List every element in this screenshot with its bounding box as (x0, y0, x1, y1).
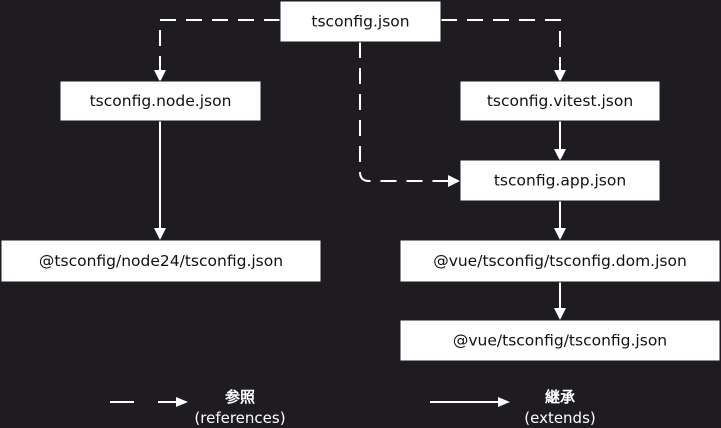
node-vue-tsconfig-dom: @vue/tsconfig/tsconfig.dom.json (399, 239, 721, 283)
node-tsconfig-vitest: tsconfig.vitest.json (459, 80, 661, 122)
arrowhead-vue-dom-to-vue-base (554, 308, 566, 320)
node-tsconfig-node24: @tsconfig/node24/tsconfig.json (0, 239, 322, 283)
arrowhead-app-to-vue-dom (554, 228, 566, 240)
node-tsconfig-label: tsconfig.json (311, 13, 409, 31)
legend-references: 参照 (references) (110, 388, 286, 427)
node-tsconfig-app-label: tsconfig.app.json (494, 172, 626, 190)
legend-extends: 継承 (extends) (430, 388, 596, 427)
arrowhead-root-to-vitest (554, 70, 566, 82)
legend-references-subtitle: (references) (194, 409, 285, 427)
node-tsconfig-node24-label: @tsconfig/node24/tsconfig.json (39, 252, 283, 270)
arrowhead-vitest-to-app (554, 149, 566, 161)
node-vue-tsconfig: @vue/tsconfig/tsconfig.json (399, 319, 721, 362)
legend-references-arrowhead (176, 397, 188, 407)
arrowhead-root-to-app (448, 175, 460, 187)
legend-extends-title: 継承 (545, 388, 575, 406)
edge-root-to-node (159, 19, 280, 72)
node-vue-tsconfig-dom-label: @vue/tsconfig/tsconfig.dom.json (433, 252, 687, 270)
node-tsconfig-node: tsconfig.node.json (59, 80, 262, 122)
node-tsconfig: tsconfig.json (279, 0, 442, 43)
edge-root-to-vitest (441, 19, 561, 72)
arrowhead-root-to-node (154, 70, 166, 82)
node-tsconfig-app: tsconfig.app.json (459, 159, 661, 202)
legend-extends-subtitle: (extends) (524, 409, 596, 427)
node-vue-tsconfig-label: @vue/tsconfig/tsconfig.json (453, 332, 667, 350)
legend-references-title: 参照 (225, 388, 255, 406)
legend-extends-arrowhead (498, 397, 510, 407)
node-tsconfig-node-label: tsconfig.node.json (90, 92, 232, 110)
arrowhead-node-to-node24 (154, 228, 166, 240)
edge-root-to-app (359, 42, 450, 182)
node-tsconfig-vitest-label: tsconfig.vitest.json (487, 92, 633, 110)
